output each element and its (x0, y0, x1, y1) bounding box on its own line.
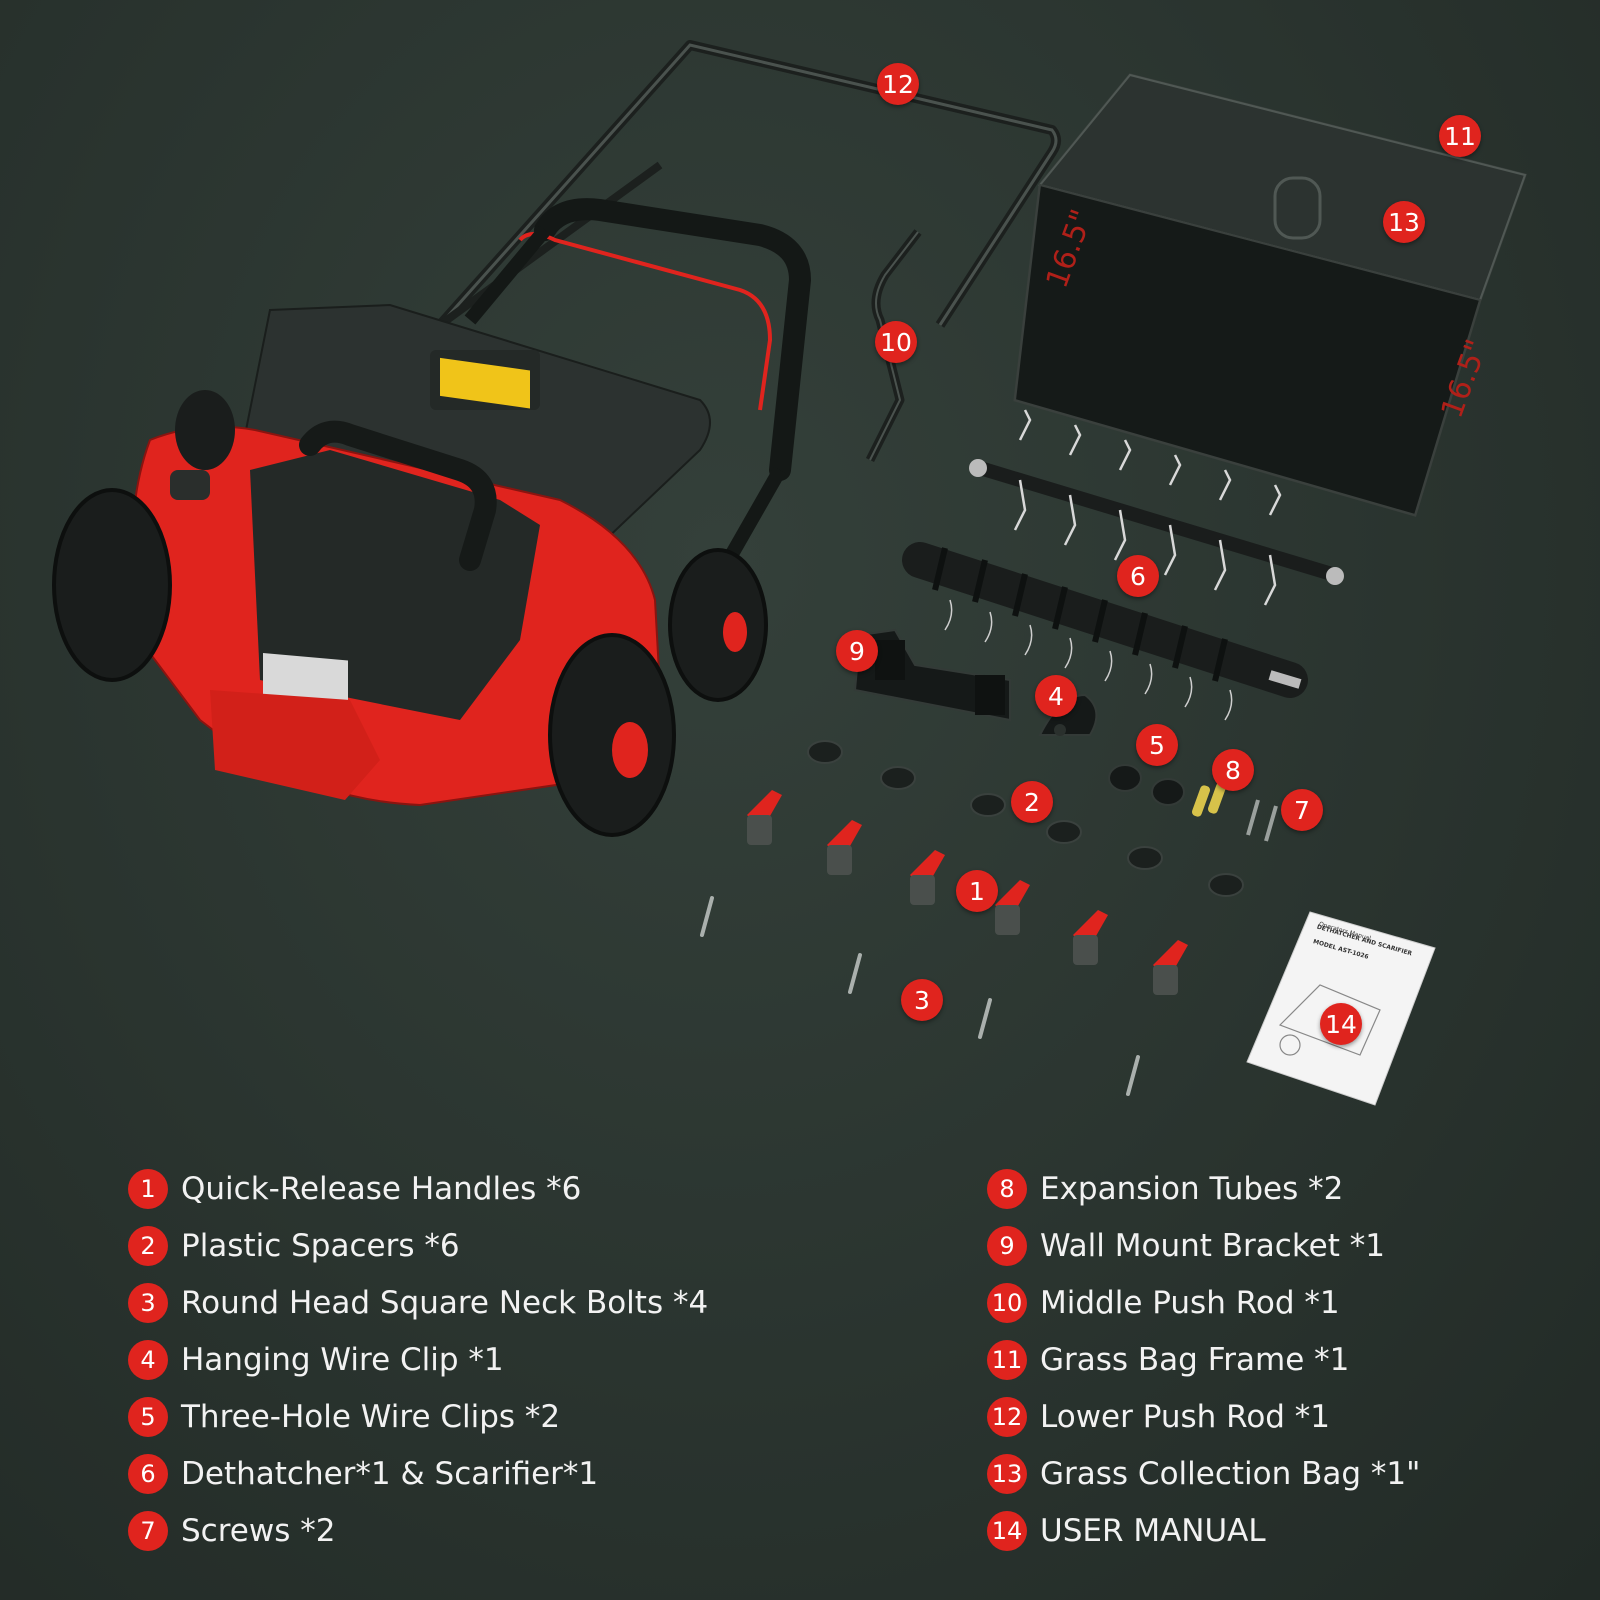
legend-item: 6 Dethatcher*1 & Scarifier*1 (128, 1445, 708, 1502)
legend-label: Plastic Spacers *6 (181, 1227, 460, 1264)
legend-label: Grass Bag Frame *1 (1040, 1341, 1350, 1378)
legend-number-badge: 11 (987, 1339, 1027, 1380)
legend-label: Dethatcher*1 & Scarifier*1 (181, 1455, 599, 1492)
legend-item: 7 Screws *2 (128, 1502, 708, 1559)
legend-item: 4 Hanging Wire Clip *1 (128, 1331, 708, 1388)
marker-8: 8 (1212, 749, 1254, 791)
legend-item: 3 Round Head Square Neck Bolts *4 (128, 1274, 708, 1331)
legend-item: 14 USER MANUAL (987, 1502, 1420, 1559)
legend-item: 10 Middle Push Rod *1 (987, 1274, 1420, 1331)
legend-number-badge: 7 (128, 1510, 168, 1551)
dethatcher-machine (52, 198, 812, 837)
legend-label: Screws *2 (181, 1512, 336, 1549)
legend-item: 8 Expansion Tubes *2 (987, 1160, 1420, 1217)
legend-number-badge: 6 (128, 1453, 168, 1494)
marker-13: 13 (1383, 201, 1425, 243)
legend-item: 9 Wall Mount Bracket *1 (987, 1217, 1420, 1274)
legend-number-badge: 10 (987, 1282, 1027, 1323)
marker-10: 10 (875, 321, 917, 363)
marker-3: 3 (901, 979, 943, 1021)
plastic-spacers (807, 740, 1244, 897)
marker-5: 5 (1136, 724, 1178, 766)
legend-number-badge: 4 (128, 1339, 168, 1380)
legend-item: 5 Three-Hole Wire Clips *2 (128, 1388, 708, 1445)
expansion-tubes (1191, 782, 1227, 817)
marker-6: 6 (1117, 555, 1159, 597)
marker-12: 12 (877, 63, 919, 105)
legend-label: USER MANUAL (1040, 1512, 1266, 1549)
marker-4: 4 (1035, 675, 1077, 717)
marker-14: 14 (1320, 1003, 1362, 1045)
round-head-bolts (700, 896, 1140, 1096)
legend-number-badge: 2 (128, 1225, 168, 1266)
legend-label: Round Head Square Neck Bolts *4 (181, 1284, 709, 1321)
legend-left-column: 1 Quick-Release Handles *6 2 Plastic Space… (128, 1160, 708, 1559)
legend-label: Grass Collection Bag *1" (1040, 1455, 1421, 1492)
legend-label: Quick-Release Handles *6 (181, 1170, 582, 1207)
legend-label: Expansion Tubes *2 (1040, 1170, 1344, 1207)
legend-item: 1 Quick-Release Handles *6 (128, 1160, 708, 1217)
marker-7: 7 (1281, 789, 1323, 831)
marker-2: 2 (1011, 781, 1053, 823)
legend-item: 13 Grass Collection Bag *1" (987, 1445, 1420, 1502)
legend-label: Lower Push Rod *1 (1040, 1398, 1331, 1435)
legend-item: 11 Grass Bag Frame *1 (987, 1331, 1420, 1388)
marker-1: 1 (956, 870, 998, 912)
product-scene: 16.5" 16.5" (52, 40, 1527, 1106)
legend-label: Wall Mount Bracket *1 (1040, 1227, 1385, 1264)
legend-number-badge: 9 (987, 1225, 1027, 1266)
marker-9: 9 (836, 630, 878, 672)
dethatcher-roller (902, 542, 1308, 721)
legend-number-badge: 8 (987, 1168, 1027, 1209)
parts-illustration: 16.5" 16.5" (52, 40, 1527, 1106)
marker-11: 11 (1439, 115, 1481, 157)
legend-label: Three-Hole Wire Clips *2 (181, 1398, 561, 1435)
scarifier-shaft (969, 409, 1344, 606)
legend-label: Middle Push Rod *1 (1040, 1284, 1340, 1321)
legend-number-badge: 14 (987, 1510, 1027, 1551)
screws (1246, 799, 1278, 842)
grass-collection-bag: 16.5" 16.5" (1013, 73, 1527, 517)
legend-label: Hanging Wire Clip *1 (181, 1341, 504, 1378)
legend-item: 2 Plastic Spacers *6 (128, 1217, 708, 1274)
wall-mount-bracket (853, 628, 1011, 722)
legend-number-badge: 5 (128, 1396, 168, 1437)
legend-number-badge: 12 (987, 1396, 1027, 1437)
legend-item: 12 Lower Push Rod *1 (987, 1388, 1420, 1445)
legend-number-badge: 13 (987, 1453, 1027, 1494)
legend-number-badge: 1 (128, 1168, 168, 1209)
three-hole-wire-clips (1108, 764, 1185, 806)
lower-push-rod (436, 40, 1061, 329)
legend-right-column: 8 Expansion Tubes *2 9 Wall Mount Bracket … (987, 1160, 1420, 1559)
quick-release-handles (747, 790, 1188, 995)
legend-number-badge: 3 (128, 1282, 168, 1323)
